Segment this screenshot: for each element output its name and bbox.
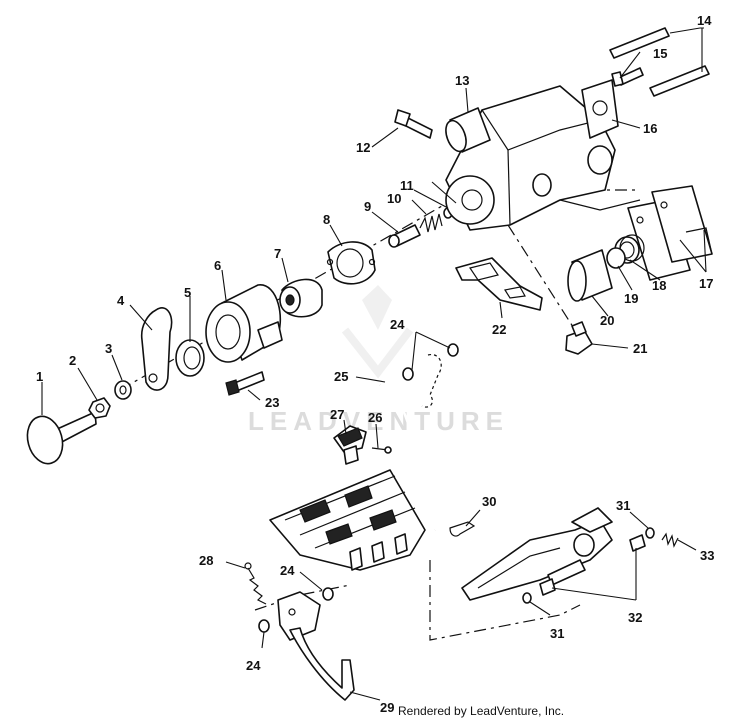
part-8-gasket <box>326 241 376 285</box>
callout-14: 14 <box>697 13 712 28</box>
callout-15: 15 <box>653 46 667 61</box>
callout-21: 21 <box>633 341 647 356</box>
part-21-fitting <box>565 321 593 355</box>
callout-24c: 24 <box>246 658 261 673</box>
part-31-bushings <box>522 527 655 604</box>
part-19-seal <box>606 247 626 269</box>
callout-13: 13 <box>455 73 469 88</box>
callout-30: 30 <box>482 494 496 509</box>
callout-23: 23 <box>265 395 279 410</box>
callout-31a: 31 <box>616 498 630 513</box>
callout-33: 33 <box>700 548 714 563</box>
part-22-plate <box>455 257 543 311</box>
callout-24a: 24 <box>390 317 405 332</box>
part-28-spring <box>244 562 267 605</box>
callout-12: 12 <box>356 140 370 155</box>
part-9-plunger <box>388 224 421 248</box>
axis-left <box>254 584 351 611</box>
part-12-bleeder <box>394 109 433 139</box>
part-20-piston <box>567 249 613 302</box>
part-24-washers <box>258 343 459 633</box>
part-17-pads <box>627 185 713 281</box>
callout-27: 27 <box>330 407 344 422</box>
part-33-spring <box>661 532 679 548</box>
callout-31b: 31 <box>550 626 564 641</box>
watermark-logo <box>341 285 414 379</box>
callout-29: 29 <box>380 700 394 715</box>
part-23-screw <box>225 371 265 396</box>
part-15-bolt <box>611 67 644 87</box>
leader-lines <box>41 27 707 701</box>
watermark-text: LEADVENTURE <box>248 406 509 436</box>
callout-9: 9 <box>364 199 371 214</box>
part-16-bracket <box>581 79 619 139</box>
callout-4: 4 <box>117 293 125 308</box>
callout-11: 11 <box>400 178 414 193</box>
callout-6: 6 <box>214 258 221 273</box>
part-1-knob <box>26 411 97 465</box>
callout-17: 17 <box>699 276 713 291</box>
callout-1: 1 <box>36 369 43 384</box>
axis-to-21 <box>507 224 576 331</box>
callouts: 1 2 3 4 5 6 7 8 9 10 11 12 13 14 15 16 1… <box>36 13 714 715</box>
part-26-pin <box>371 446 392 454</box>
callout-24b: 24 <box>280 563 295 578</box>
brake-lever <box>461 507 613 601</box>
part-2-nut <box>88 397 111 419</box>
part-5-seal <box>175 339 205 377</box>
cable-clip <box>421 353 442 408</box>
caliper-body <box>445 85 641 231</box>
pedal-assembly <box>269 469 426 571</box>
callout-7: 7 <box>274 246 281 261</box>
callout-28: 28 <box>199 553 213 568</box>
part-14-pins <box>609 27 710 97</box>
callout-22: 22 <box>492 322 506 337</box>
callout-3: 3 <box>105 341 112 356</box>
part-13-pin <box>445 107 491 153</box>
part-32-sleeves <box>539 534 646 596</box>
callout-32: 32 <box>628 610 642 625</box>
part-6-housing <box>205 284 283 363</box>
part-7-cam <box>279 278 323 318</box>
callout-2: 2 <box>69 353 76 368</box>
callout-20: 20 <box>600 313 614 328</box>
callout-10: 10 <box>387 191 401 206</box>
callout-16: 16 <box>643 121 657 136</box>
callout-5: 5 <box>184 285 191 300</box>
part-10-spring <box>419 213 443 233</box>
part-29-arm <box>277 591 355 701</box>
callout-26: 26 <box>368 410 382 425</box>
callout-18: 18 <box>652 278 666 293</box>
part-27-cap <box>333 425 367 465</box>
part-25-rod <box>379 383 442 531</box>
part-4-lever <box>140 307 173 391</box>
callout-25: 25 <box>334 369 348 384</box>
callout-8: 8 <box>323 212 330 227</box>
part-30-clip <box>449 521 476 537</box>
callout-19: 19 <box>624 291 638 306</box>
credit-text: Rendered by LeadVenture, Inc. <box>398 704 565 718</box>
part-3-washer <box>114 380 132 400</box>
